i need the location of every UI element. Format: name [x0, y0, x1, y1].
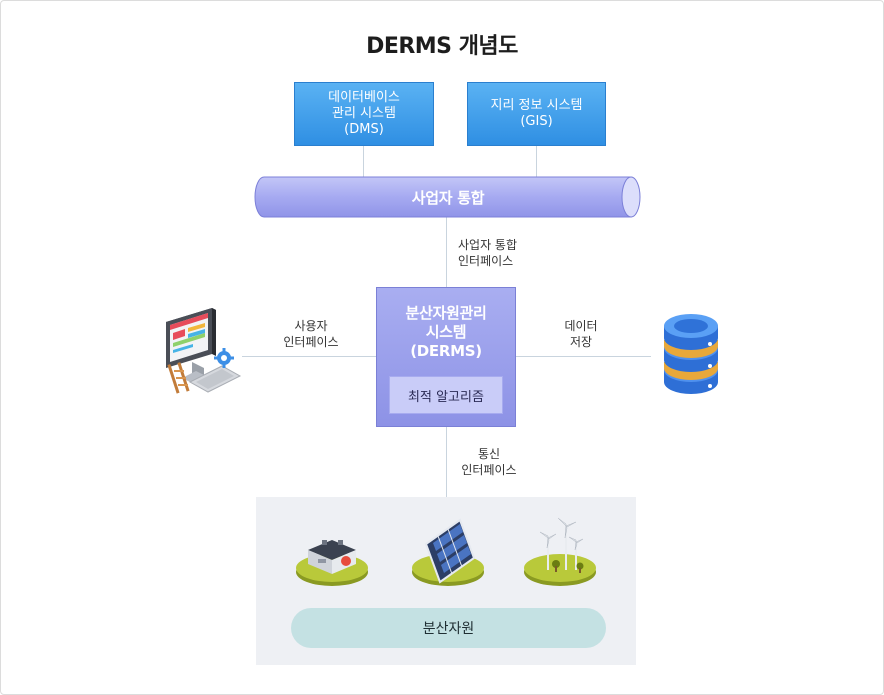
computer-monitor-icon: [166, 308, 242, 394]
utility-derms-connector: [446, 216, 447, 287]
gis-connector: [536, 146, 537, 180]
gis-box: 지리 정보 시스템 (GIS): [467, 82, 606, 146]
optimization-algorithm-box: 최적 알고리즘: [389, 376, 503, 414]
diagram-title: DERMS 개념도: [366, 34, 518, 59]
data-storage-label: 데이터 저장: [564, 319, 598, 349]
dms-connector: [363, 146, 364, 180]
user-interface-label: 사용자 인터페이스: [283, 319, 339, 349]
utility-integration-label: 사업자 통합: [411, 188, 485, 207]
battery-storage-icon: [296, 540, 368, 586]
derms-title: 분산자원관리 시스템 (DERMS): [405, 304, 487, 360]
comm-interface-label: 통신 인터페이스: [461, 447, 517, 477]
solar-panel-icon: [412, 518, 484, 586]
utility-interface-label: 사업자 통합 인터페이스: [458, 238, 518, 268]
derms-resources-connector: [446, 427, 447, 497]
derms-box: 분산자원관리 시스템 (DERMS) 최적 알고리즘: [376, 287, 516, 427]
distributed-resources-label: 분산자원: [291, 608, 606, 648]
dms-box: 데이터베이스 관리 시스템 (DMS): [294, 82, 434, 146]
wind-turbine-icon: [524, 517, 596, 586]
user-derms-connector: [242, 356, 376, 357]
database-icon: [664, 314, 718, 394]
derms-storage-connector: [516, 356, 651, 357]
utility-integration-pipe: [254, 176, 641, 218]
